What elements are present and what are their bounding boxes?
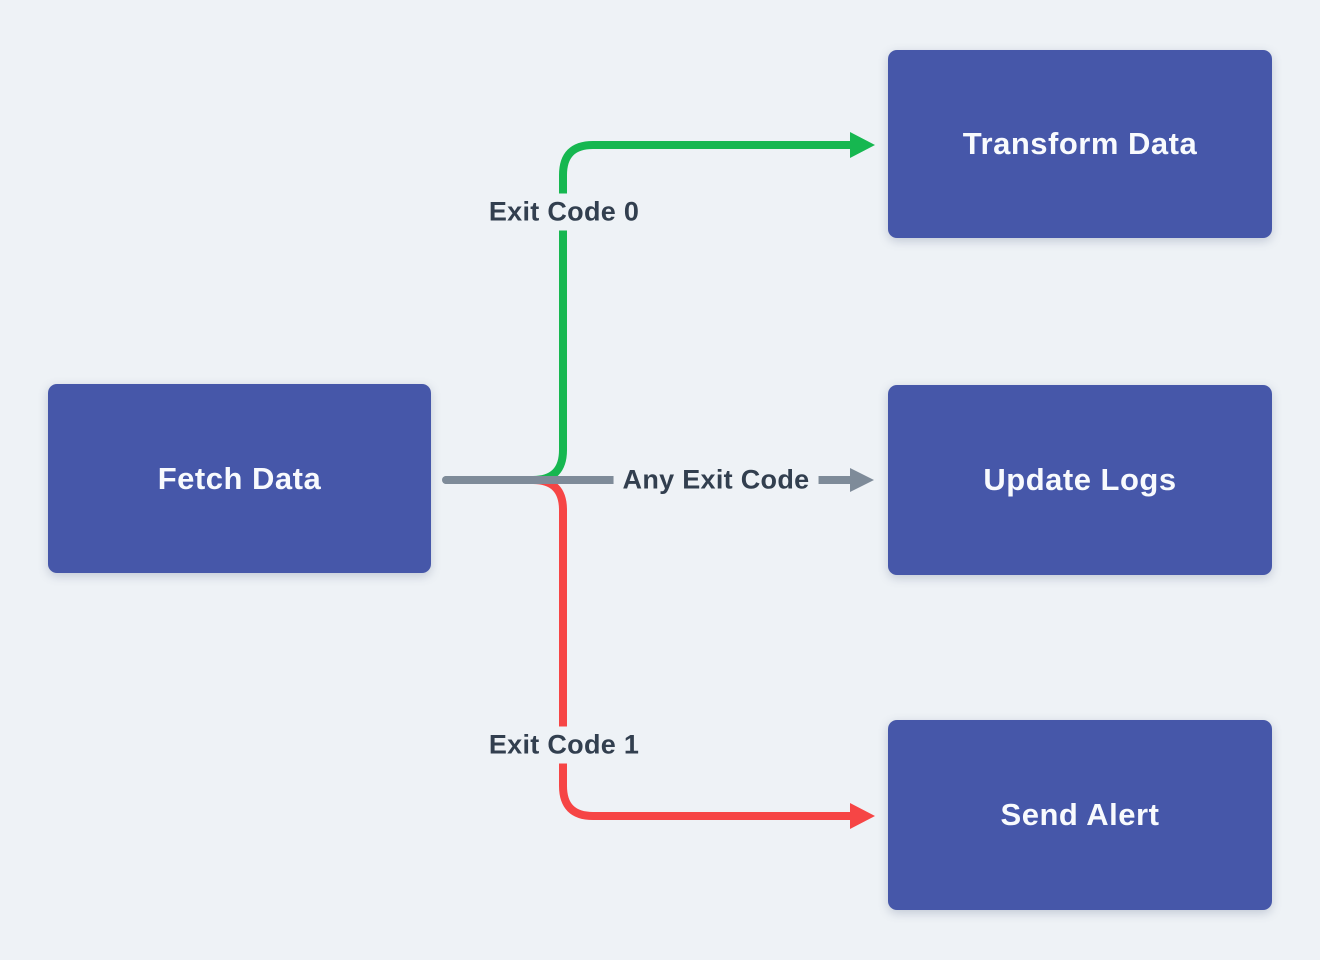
node-update-logs[interactable]: Update Logs <box>888 385 1272 575</box>
node-send-alert[interactable]: Send Alert <box>888 720 1272 910</box>
node-transform-data[interactable]: Transform Data <box>888 50 1272 238</box>
edge-exit-code-1-arrowhead <box>850 803 875 829</box>
node-fetch-data-label: Fetch Data <box>157 460 322 496</box>
node-fetch-data[interactable]: Fetch Data <box>48 384 431 573</box>
edge-any-exit-code-arrowhead <box>850 468 874 492</box>
edge-exit-code-1[interactable] <box>443 476 856 820</box>
edge-label-exit-code-0[interactable]: Exit Code 0 <box>479 193 649 231</box>
node-update-logs-label: Update Logs <box>983 462 1177 497</box>
node-send-alert-label: Send Alert <box>1000 797 1160 832</box>
edge-label-any-exit-code[interactable]: Any Exit Code <box>613 461 819 499</box>
edge-label-exit-code-1[interactable]: Exit Code 1 <box>479 726 649 764</box>
node-transform-data-label: Transform Data <box>962 126 1198 161</box>
edge-exit-code-0-arrowhead <box>850 132 875 158</box>
